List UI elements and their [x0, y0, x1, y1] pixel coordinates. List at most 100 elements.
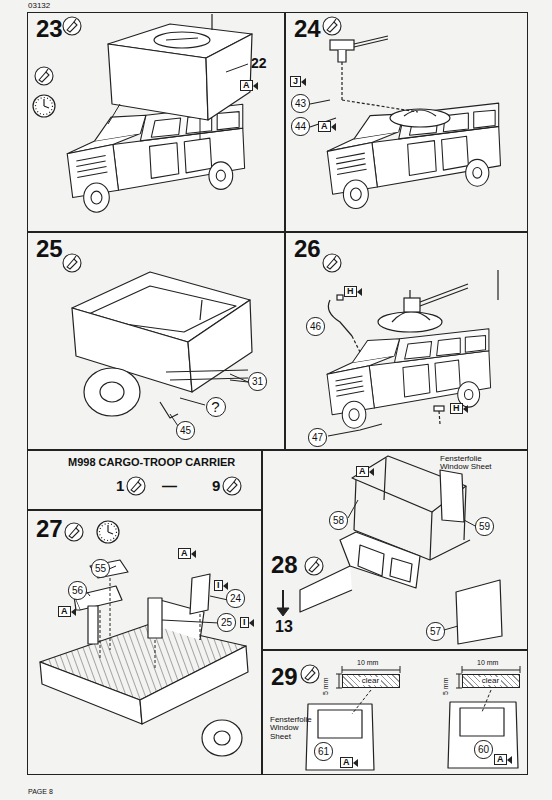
step-29-art [318, 710, 362, 738]
step-23-art [33, 95, 55, 117]
step-panel: clear clear 61 60 29 [262, 650, 528, 775]
panel-text: 28 [271, 553, 298, 577]
callout-number: 55 [95, 564, 106, 574]
step-29-art [448, 702, 518, 768]
step-24-art [342, 100, 418, 112]
step-26-art [328, 424, 382, 436]
step-26-art [497, 270, 498, 300]
step-panel: 5859572813 [262, 450, 528, 650]
step-26-art [327, 329, 491, 428]
dimension: 10 mm [357, 659, 378, 666]
step-26-art [328, 270, 498, 436]
part-callout: 57 [426, 622, 444, 640]
step-24-art [310, 100, 336, 127]
step-25-art [72, 272, 252, 418]
step-23-art [67, 104, 244, 212]
step-panel: 464726 [285, 232, 528, 450]
code-number: 03132 [28, 2, 50, 10]
part-callout: 43 [291, 94, 309, 112]
step-23-art [211, 14, 212, 30]
step-number: 27 [36, 517, 63, 541]
step-24-art [310, 17, 501, 209]
step-number: 25 [36, 237, 63, 261]
callout-number: 61 [318, 747, 329, 757]
step-28-art [390, 558, 412, 582]
step-25-art [100, 382, 124, 402]
step-23-art [154, 32, 210, 48]
part-callout: 44 [291, 117, 309, 135]
dimension: 5 mm [322, 677, 329, 695]
part-callout: 58 [329, 511, 347, 529]
part-callout: 31 [248, 372, 266, 390]
step-27-art [100, 578, 200, 670]
callout-number: 57 [430, 627, 441, 637]
step-26-art [409, 290, 410, 298]
step-25-art [84, 368, 140, 416]
step-27-art [90, 560, 128, 578]
callout-number: 60 [478, 745, 489, 755]
step-28-art [300, 566, 352, 612]
panel-text: 1 [116, 478, 124, 493]
step-23-art [226, 64, 248, 72]
step-28-art [277, 456, 502, 644]
step-number: 29 [271, 665, 298, 689]
dimension: 5 mm [442, 677, 449, 695]
band-icons [127, 477, 145, 495]
step-28-art [305, 557, 323, 575]
step-24-art [341, 62, 342, 100]
step-25-art [200, 300, 202, 320]
part-callout: 47 [308, 428, 326, 446]
sheet-note: Fensterfolie Window Sheet [270, 716, 304, 741]
assembly-flag: A [318, 121, 331, 132]
step-24-art [327, 103, 500, 208]
assembly-flag: I [240, 617, 249, 628]
step-panel: 5556242527 [27, 510, 262, 775]
step-26-art [378, 312, 442, 332]
panel-text: M998 CARGO-TROOP CARRIER [68, 457, 235, 468]
step-panel: 31? 45 25 [27, 232, 285, 450]
assembly-flag: A [494, 754, 507, 765]
step-26-art [328, 300, 352, 336]
panel-text: 13 [275, 619, 293, 635]
step-24-art [323, 17, 341, 35]
step-panel: 43 44 24 [285, 12, 528, 232]
step-29-art [306, 704, 374, 770]
step-24-art [390, 109, 450, 127]
part-callout: 60 [474, 740, 492, 758]
step-26-art [439, 411, 440, 424]
step-26-art [434, 406, 444, 411]
step-27-art [40, 560, 248, 756]
assembly-flag: A [356, 466, 369, 477]
step-26-art [352, 336, 360, 352]
step-23-art [166, 38, 198, 40]
step-26-art [337, 295, 343, 300]
step-26-art [420, 284, 468, 306]
step-23-art [108, 44, 208, 120]
step-27-art [65, 523, 83, 541]
step-26-art [404, 298, 420, 312]
assembly-flag: J [290, 76, 301, 87]
callout-number: 31 [252, 377, 263, 387]
step-number: 24 [294, 17, 321, 41]
step-29-art [462, 666, 520, 673]
step-29-art [306, 702, 518, 770]
step-27-art [40, 521, 248, 756]
callout-number: 44 [295, 122, 306, 132]
part-callout: 61 [314, 742, 332, 760]
assembly-flag: I [214, 580, 223, 591]
callout-number: 47 [312, 433, 323, 443]
step-27-art [40, 662, 142, 724]
step-27-art [190, 574, 210, 614]
callout-number: 25 [221, 618, 232, 628]
step-27-art [214, 731, 230, 745]
step-25-art [63, 254, 252, 426]
sheet-text: clear [360, 677, 381, 685]
step-24-art [354, 36, 388, 47]
window-sheet-box: clear [342, 674, 400, 688]
callout-number: 45 [180, 426, 191, 436]
step-29-art [336, 666, 520, 688]
window-sheet-box: clear [462, 674, 520, 688]
step-28-art [340, 532, 420, 588]
part-callout: ? [206, 397, 226, 417]
